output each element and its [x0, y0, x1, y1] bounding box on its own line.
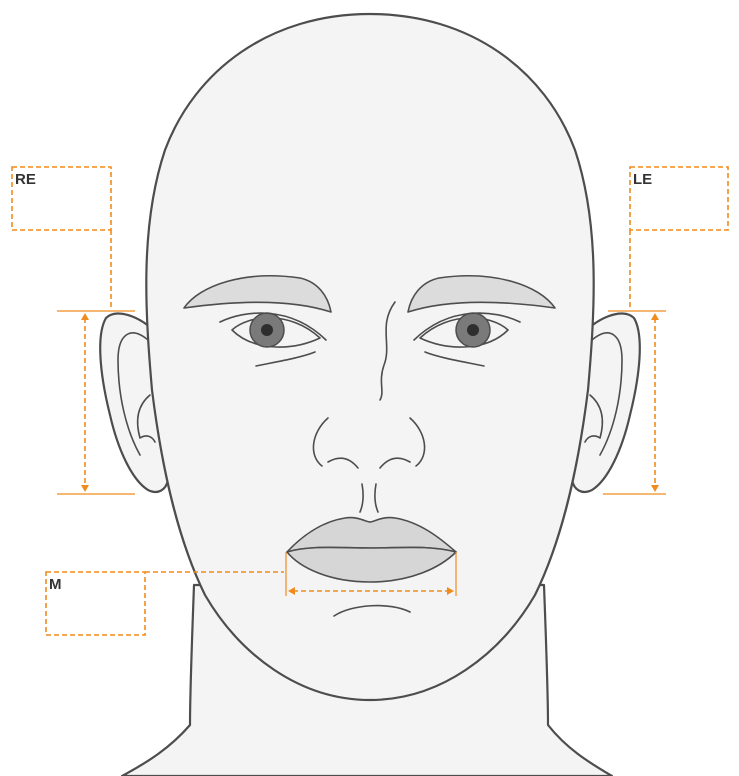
left-ear-label: LE	[633, 171, 652, 188]
right-ear-label: RE	[15, 171, 36, 188]
left-pupil	[467, 324, 479, 336]
right-pupil	[261, 324, 273, 336]
face-illustration	[100, 14, 640, 776]
head	[146, 14, 593, 700]
mouth-label: M	[49, 576, 62, 593]
